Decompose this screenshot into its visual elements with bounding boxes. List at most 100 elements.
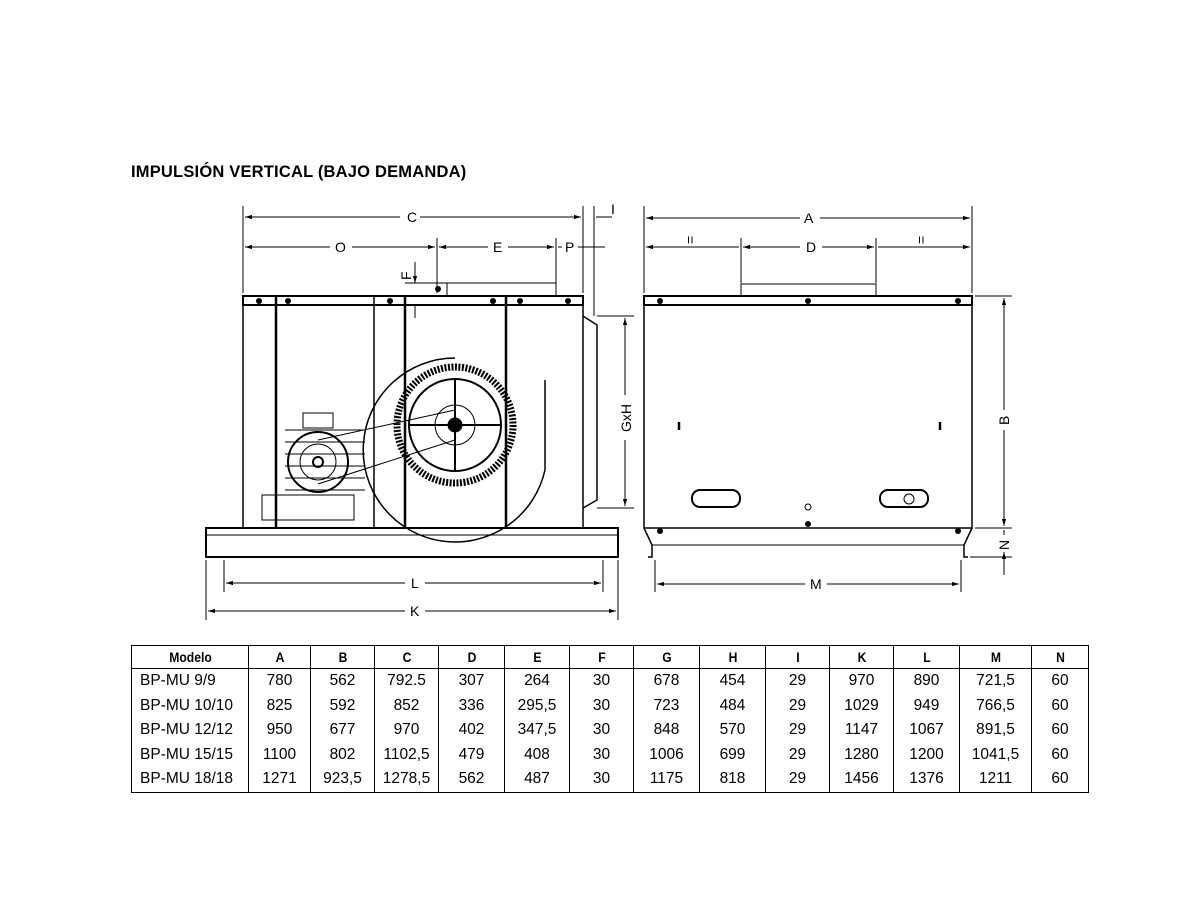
value-cell-h: 699 xyxy=(699,742,766,767)
dim-label-a: A xyxy=(804,210,814,226)
value-cell-h: 484 xyxy=(699,693,766,718)
model-cell: BP-MU 18/18 xyxy=(131,767,249,792)
value-cell-h: 570 xyxy=(699,718,766,743)
value-cell-l: 1200 xyxy=(893,742,960,767)
value-cell-e: 347,5 xyxy=(504,718,570,743)
column-header-f: F xyxy=(572,645,631,669)
value-cell-c: 852 xyxy=(374,693,439,718)
column-header-a: A xyxy=(251,645,308,669)
column-header-modelo: Modelo xyxy=(136,645,243,669)
model-cell: BP-MU 15/15 xyxy=(131,742,249,767)
value-cell-h: 818 xyxy=(699,767,766,792)
value-cell-c: 1102,5 xyxy=(374,742,439,767)
value-cell-g: 848 xyxy=(633,718,700,743)
value-cell-b: 592 xyxy=(310,693,375,718)
column-header-h: H xyxy=(702,645,763,669)
column-header-d: D xyxy=(441,645,502,669)
value-cell-k: 1280 xyxy=(829,742,894,767)
value-cell-g: 1006 xyxy=(633,742,700,767)
value-cell-b: 923,5 xyxy=(310,767,375,792)
value-cell-n: 60 xyxy=(1031,668,1089,694)
value-cell-f: 30 xyxy=(569,767,634,792)
dim-label-gxh: GxH xyxy=(618,404,634,432)
value-cell-i: 29 xyxy=(765,718,830,743)
value-cell-i: 29 xyxy=(765,693,830,718)
dim-label-n: N xyxy=(996,540,1012,550)
value-cell-i: 29 xyxy=(765,767,830,792)
value-cell-l: 1067 xyxy=(893,718,960,743)
value-cell-a: 1100 xyxy=(248,742,311,767)
value-cell-m: 1211 xyxy=(959,767,1032,792)
value-cell-g: 723 xyxy=(633,693,700,718)
value-cell-k: 970 xyxy=(829,668,894,694)
value-cell-e: 295,5 xyxy=(504,693,570,718)
column-header-n: N xyxy=(1033,645,1086,669)
column-header-i: I xyxy=(768,645,827,669)
value-cell-m: 1041,5 xyxy=(959,742,1032,767)
value-cell-d: 479 xyxy=(438,742,505,767)
column-header-e: E xyxy=(507,645,567,669)
dim-label-k: K xyxy=(410,603,420,619)
column-header-l: L xyxy=(896,645,957,669)
value-cell-f: 30 xyxy=(569,718,634,743)
value-cell-a: 950 xyxy=(248,718,311,743)
value-cell-l: 949 xyxy=(893,693,960,718)
value-cell-d: 336 xyxy=(438,693,505,718)
value-cell-e: 264 xyxy=(504,668,570,694)
column-header-k: K xyxy=(832,645,891,669)
dim-label-b: B xyxy=(996,416,1012,425)
value-cell-e: 487 xyxy=(504,767,570,792)
value-cell-n: 60 xyxy=(1031,718,1089,743)
value-cell-k: 1029 xyxy=(829,693,894,718)
value-cell-d: 307 xyxy=(438,668,505,694)
value-cell-f: 30 xyxy=(569,668,634,694)
value-cell-b: 802 xyxy=(310,742,375,767)
value-cell-b: 562 xyxy=(310,668,375,694)
value-cell-m: 891,5 xyxy=(959,718,1032,743)
equal-mark-right: = xyxy=(913,236,929,244)
value-cell-c: 970 xyxy=(374,718,439,743)
column-header-b: B xyxy=(313,645,372,669)
dim-label-f: F xyxy=(398,271,414,280)
dim-label-e: E xyxy=(493,239,502,255)
value-cell-n: 60 xyxy=(1031,742,1089,767)
value-cell-b: 677 xyxy=(310,718,375,743)
dim-label-l: L xyxy=(411,575,419,591)
technical-drawing: C I O E P F GxH L K A D = = B N M xyxy=(205,201,1012,620)
front-view xyxy=(643,206,1012,592)
value-cell-f: 30 xyxy=(569,693,634,718)
column-header-m: M xyxy=(962,645,1028,669)
dim-label-c: C xyxy=(407,209,417,225)
dim-label-o: O xyxy=(335,239,346,255)
value-cell-i: 29 xyxy=(765,742,830,767)
dim-label-d: D xyxy=(806,239,816,255)
value-cell-l: 1376 xyxy=(893,767,960,792)
model-cell: BP-MU 10/10 xyxy=(131,693,249,718)
column-header-g: G xyxy=(636,645,697,669)
model-cell: BP-MU 12/12 xyxy=(131,718,249,743)
value-cell-a: 825 xyxy=(248,693,311,718)
dim-label-i: I xyxy=(611,201,615,217)
value-cell-c: 792.5 xyxy=(374,668,439,694)
value-cell-k: 1147 xyxy=(829,718,894,743)
value-cell-a: 780 xyxy=(248,668,311,694)
value-cell-n: 60 xyxy=(1031,693,1089,718)
section-title: IMPULSIÓN VERTICAL (BAJO DEMANDA) xyxy=(131,163,467,181)
equal-mark-left: = xyxy=(682,236,698,244)
value-cell-h: 454 xyxy=(699,668,766,694)
value-cell-d: 402 xyxy=(438,718,505,743)
model-cell: BP-MU 9/9 xyxy=(131,668,249,694)
value-cell-f: 30 xyxy=(569,742,634,767)
value-cell-e: 408 xyxy=(504,742,570,767)
dim-label-p: P xyxy=(565,239,574,255)
value-cell-n: 60 xyxy=(1031,767,1089,792)
side-view xyxy=(205,206,634,620)
value-cell-l: 890 xyxy=(893,668,960,694)
value-cell-m: 721,5 xyxy=(959,668,1032,694)
